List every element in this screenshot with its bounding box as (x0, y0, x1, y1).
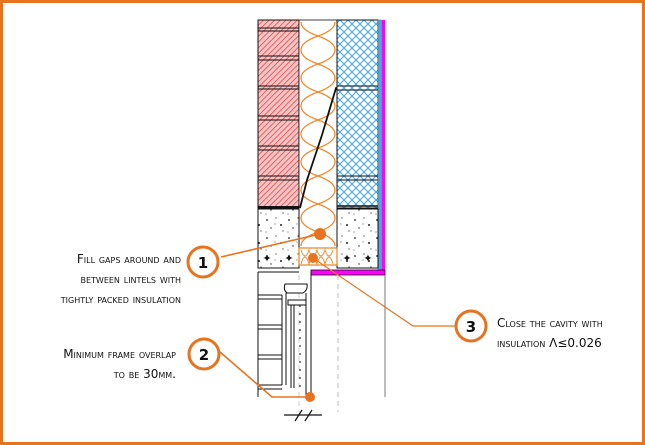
vapour-membrane (382, 20, 385, 270)
svg-text:✦: ✦ (262, 252, 271, 265)
callout-1-line-2: between lintels with (80, 272, 181, 286)
leader-lines (219, 233, 456, 398)
leader-1 (220, 233, 321, 258)
callout-2-line-2: to be 30mm. (113, 367, 176, 381)
callout-1-line-3: tightly packed insulation (60, 292, 181, 306)
leader-1-dot (314, 228, 326, 240)
leader-3 (312, 257, 456, 327)
svg-text:✦: ✦ (363, 252, 372, 265)
svg-text:✦: ✦ (342, 252, 351, 265)
window-reveal (257, 272, 386, 397)
callout-2-marker: 2 (187, 337, 221, 371)
leader-3-dot (308, 253, 318, 263)
leader-2-dot (305, 392, 315, 402)
callout-1-line-1: Fill gaps around and (76, 252, 181, 266)
window-frame (283, 283, 308, 395)
cavity-closer (298, 247, 338, 266)
callout-2-number: 2 (199, 346, 209, 364)
brick-outer-leaf (257, 19, 300, 209)
callout-1-text: Fill gaps around and between lintels wit… (61, 249, 181, 309)
svg-text:✦: ✦ (284, 252, 293, 265)
dimension-mark (284, 409, 322, 422)
inner-blockwork (336, 19, 383, 271)
callout-1-marker: 1 (186, 245, 220, 279)
callout-3-text: Close the cavity with insulation Λ≤0.026 (497, 313, 603, 353)
callout-1-number: 1 (198, 254, 208, 272)
callout-3-line-2: insulation Λ≤0.026 (497, 336, 602, 350)
callout-2-text: Minimum frame overlap to be 30mm. (63, 344, 176, 384)
lintel: ✦ ✦ ✦ ✦ (257, 208, 379, 273)
callout-3-number: 3 (466, 318, 476, 336)
callout-2-line-1: Minimum frame overlap (63, 347, 176, 361)
callout-3-line-1: Close the cavity with (497, 316, 603, 330)
callout-3-marker: 3 (454, 309, 488, 343)
leader-2 (219, 351, 310, 398)
membrane-strip (310, 269, 386, 276)
